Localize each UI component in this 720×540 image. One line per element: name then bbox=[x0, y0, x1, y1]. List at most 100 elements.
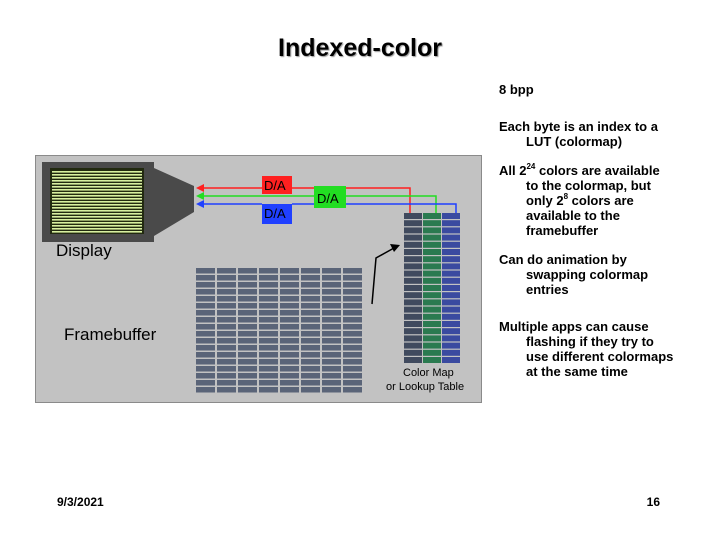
framebuffer-cell bbox=[280, 303, 299, 309]
screen-scanline bbox=[52, 228, 142, 230]
framebuffer-cell bbox=[196, 373, 215, 379]
framebuffer-cell bbox=[322, 331, 341, 337]
framebuffer-cell bbox=[238, 275, 257, 281]
lut-green-cell bbox=[423, 277, 441, 284]
screen-scanline bbox=[52, 174, 142, 176]
framebuffer-cell bbox=[259, 324, 278, 330]
index-arrow bbox=[371, 247, 395, 305]
framebuffer-cell bbox=[301, 268, 320, 274]
lut-green-cell bbox=[423, 227, 441, 234]
lut-red-cell bbox=[404, 234, 422, 241]
framebuffer-cell bbox=[217, 282, 236, 288]
framebuffer-cell bbox=[322, 380, 341, 386]
framebuffer-cell bbox=[217, 352, 236, 358]
monitor-neck bbox=[154, 168, 194, 236]
framebuffer-cell bbox=[301, 380, 320, 386]
lut-blue-cell bbox=[442, 249, 460, 255]
framebuffer-cell bbox=[196, 380, 215, 386]
display-label: Display bbox=[56, 241, 112, 260]
framebuffer-cell bbox=[343, 289, 362, 295]
framebuffer-cell bbox=[343, 366, 362, 372]
screen-scanline bbox=[52, 192, 142, 194]
slide-date: 9/3/2021 bbox=[57, 495, 104, 509]
framebuffer-cell bbox=[238, 338, 257, 344]
framebuffer-cell bbox=[238, 345, 257, 351]
framebuffer-cell bbox=[217, 359, 236, 365]
framebuffer-cell bbox=[280, 380, 299, 386]
framebuffer-cell bbox=[343, 324, 362, 330]
framebuffer-cell bbox=[196, 317, 215, 323]
framebuffer-cell bbox=[343, 331, 362, 337]
da-blue-label: D/A bbox=[264, 206, 286, 221]
framebuffer-cell bbox=[196, 387, 215, 393]
framebuffer-cell bbox=[217, 289, 236, 295]
framebuffer-cell bbox=[238, 303, 257, 309]
framebuffer-label: Framebuffer bbox=[64, 325, 157, 344]
green-wire-lut bbox=[346, 195, 437, 216]
framebuffer-cell bbox=[280, 296, 299, 302]
framebuffer-cell bbox=[280, 359, 299, 365]
lut-blue-cell bbox=[442, 357, 460, 363]
red-wire-lut bbox=[292, 187, 411, 216]
lut-blue-cell bbox=[442, 277, 460, 284]
framebuffer-cell bbox=[196, 268, 215, 274]
framebuffer-cell bbox=[238, 296, 257, 302]
slide-title: Indexed-color bbox=[278, 34, 442, 62]
framebuffer-cell bbox=[217, 345, 236, 351]
bullet-text-part: colors are available to the colormap, bu… bbox=[526, 163, 660, 208]
index-arrowhead bbox=[390, 244, 400, 252]
framebuffer-cell bbox=[217, 296, 236, 302]
framebuffer-cell bbox=[322, 359, 341, 365]
framebuffer-cell bbox=[322, 282, 341, 288]
blue-arrowhead bbox=[196, 200, 204, 208]
framebuffer-cell bbox=[217, 380, 236, 386]
lut-red-cell bbox=[404, 306, 422, 313]
framebuffer-cell bbox=[196, 338, 215, 344]
framebuffer-cell bbox=[196, 282, 215, 288]
framebuffer-cell bbox=[196, 296, 215, 302]
lut-red-cell bbox=[404, 342, 422, 349]
da-blue-box bbox=[262, 204, 292, 224]
framebuffer-cell bbox=[238, 380, 257, 386]
screen-scanline bbox=[52, 213, 142, 215]
screen-scanline bbox=[52, 204, 142, 206]
framebuffer-cell bbox=[322, 324, 341, 330]
da-red-box bbox=[262, 176, 292, 194]
framebuffer-cell bbox=[280, 338, 299, 344]
lut-green-cell bbox=[423, 285, 441, 291]
framebuffer-cell bbox=[343, 373, 362, 379]
lut-green-cell bbox=[423, 349, 441, 356]
screen-scanlines bbox=[52, 171, 142, 233]
framebuffer-cell bbox=[238, 317, 257, 323]
lut-green-cell bbox=[423, 270, 441, 277]
screen-scanline bbox=[52, 189, 142, 191]
framebuffer-cell bbox=[238, 268, 257, 274]
lut-blue-cell bbox=[442, 313, 460, 320]
framebuffer-cell bbox=[280, 324, 299, 330]
lut-green-cell bbox=[423, 292, 441, 299]
lut-blue-cell bbox=[442, 306, 460, 313]
framebuffer-cell bbox=[301, 352, 320, 358]
framebuffer-cell bbox=[343, 282, 362, 288]
framebuffer-cell bbox=[301, 373, 320, 379]
lut-red-cell bbox=[404, 213, 422, 219]
framebuffer-cell bbox=[322, 373, 341, 379]
framebuffer-cell bbox=[280, 345, 299, 351]
lut-blue-cell bbox=[442, 342, 460, 349]
framebuffer-cell bbox=[280, 310, 299, 316]
framebuffer-cell bbox=[196, 352, 215, 358]
lut-red-cell bbox=[404, 263, 422, 270]
framebuffer-cell bbox=[301, 324, 320, 330]
lut-blue-cell bbox=[442, 220, 460, 227]
lut-green-cell bbox=[423, 299, 441, 306]
framebuffer-cell bbox=[301, 387, 320, 393]
framebuffer-cell bbox=[280, 366, 299, 372]
framebuffer-cell bbox=[217, 373, 236, 379]
framebuffer-cell bbox=[217, 387, 236, 393]
lut-green-cell bbox=[423, 213, 441, 219]
lut-blue-cell bbox=[442, 213, 460, 219]
framebuffer-cell bbox=[322, 310, 341, 316]
framebuffer-cell bbox=[217, 338, 236, 344]
framebuffer-cell bbox=[238, 366, 257, 372]
framebuffer-cell bbox=[217, 317, 236, 323]
